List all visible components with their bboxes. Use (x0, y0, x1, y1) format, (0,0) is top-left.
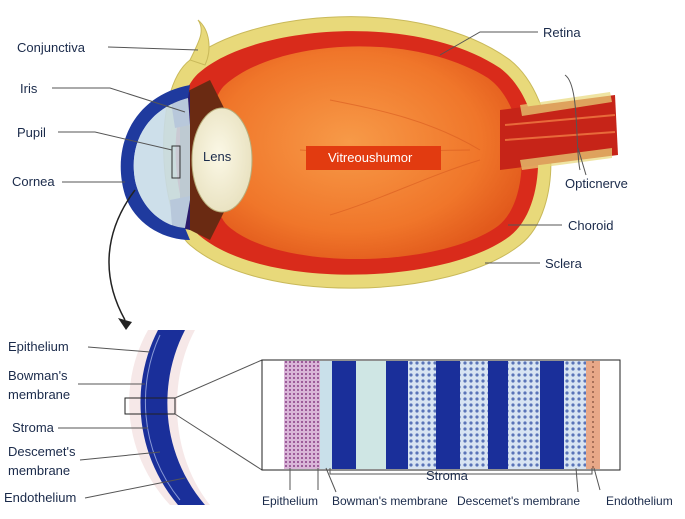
label-descemets-1: Descemet's (8, 444, 76, 459)
layer-descemets (564, 361, 586, 469)
label-endothelium-bottom: Endothelium (606, 494, 673, 508)
label-bowmans-1: Bowman's (8, 368, 68, 383)
zoom-line-top (175, 360, 262, 398)
cornea-closeup (125, 330, 210, 505)
layer-stroma-6 (460, 361, 488, 469)
label-endothelium-left: Endothelium (4, 490, 76, 505)
label-cornea: Cornea (12, 174, 55, 189)
leader-conjunctiva (108, 47, 198, 50)
layer-stroma-4 (408, 361, 436, 469)
label-epithelium-left: Epithelium (8, 339, 69, 354)
cornea-layers-detail (262, 360, 620, 470)
label-stroma-bottom: Stroma (426, 468, 469, 483)
label-bowmans-bottom: Bowman's membrane (332, 494, 448, 508)
layer-stroma-1 (332, 361, 356, 469)
layer-stroma-5 (436, 361, 460, 469)
label-pupil: Pupil (17, 125, 46, 140)
tick-bowmans (326, 468, 336, 492)
tick-endothelium (594, 468, 600, 490)
layer-stroma-3 (386, 361, 408, 469)
label-retina: Retina (543, 25, 581, 40)
label-lens: Lens (203, 149, 232, 164)
label-iris: Iris (20, 81, 38, 96)
label-conjunctiva: Conjunctiva (17, 40, 86, 55)
layer-bowmans (320, 361, 332, 469)
layer-stroma-9 (540, 361, 564, 469)
layer-stroma-8 (508, 361, 540, 469)
label-descemets-2: membrane (8, 463, 70, 478)
tick-descemets (576, 468, 578, 492)
label-sclera: Sclera (545, 256, 583, 271)
zoom-line-bottom (175, 414, 262, 470)
label-descemets-bottom: Descemet's membrane (457, 494, 580, 508)
layer-epithelium (284, 361, 320, 469)
label-choroid: Choroid (568, 218, 614, 233)
label-vitreous: Vitreoushumor (328, 150, 413, 165)
zoom-arrow (109, 190, 135, 320)
label-stroma-left: Stroma (12, 420, 55, 435)
conjunctiva-shape (190, 20, 209, 65)
label-optic-nerve: Opticnerve (565, 176, 628, 191)
layer-stroma-7 (488, 361, 508, 469)
label-bowmans-2: membrane (8, 387, 70, 402)
label-epithelium-bottom: Epithelium (262, 494, 318, 508)
layer-stroma-2 (356, 361, 386, 469)
